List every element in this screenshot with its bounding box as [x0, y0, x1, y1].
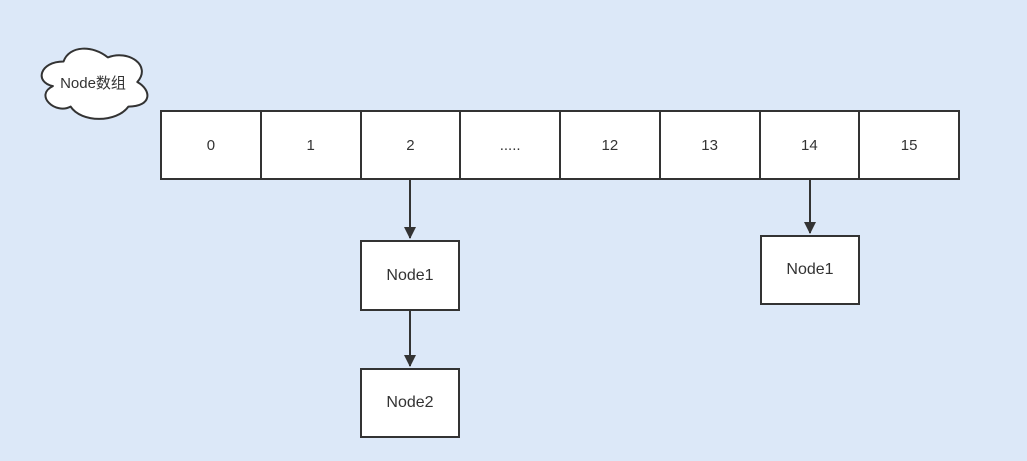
array-cell-15: 15 [858, 112, 958, 178]
array-cell-1: 1 [259, 112, 360, 178]
node-array: 0 1 2 ..... 12 13 14 15 [160, 110, 960, 180]
cloud-shape [40, 47, 149, 120]
array-cell-2: 2 [359, 112, 460, 178]
array-cell-12: 12 [559, 112, 659, 178]
node-bucket2-node1: Node1 [360, 240, 460, 311]
cloud-label: Node数组 [60, 74, 126, 92]
node-bucket14-node1: Node1 [760, 235, 860, 305]
array-cell-ellipsis: ..... [459, 112, 559, 178]
array-cell-14: 14 [758, 112, 859, 178]
node-bucket2-node2: Node2 [360, 368, 460, 438]
array-cell-0: 0 [206, 136, 216, 154]
array-cell-13: 13 [658, 112, 759, 178]
